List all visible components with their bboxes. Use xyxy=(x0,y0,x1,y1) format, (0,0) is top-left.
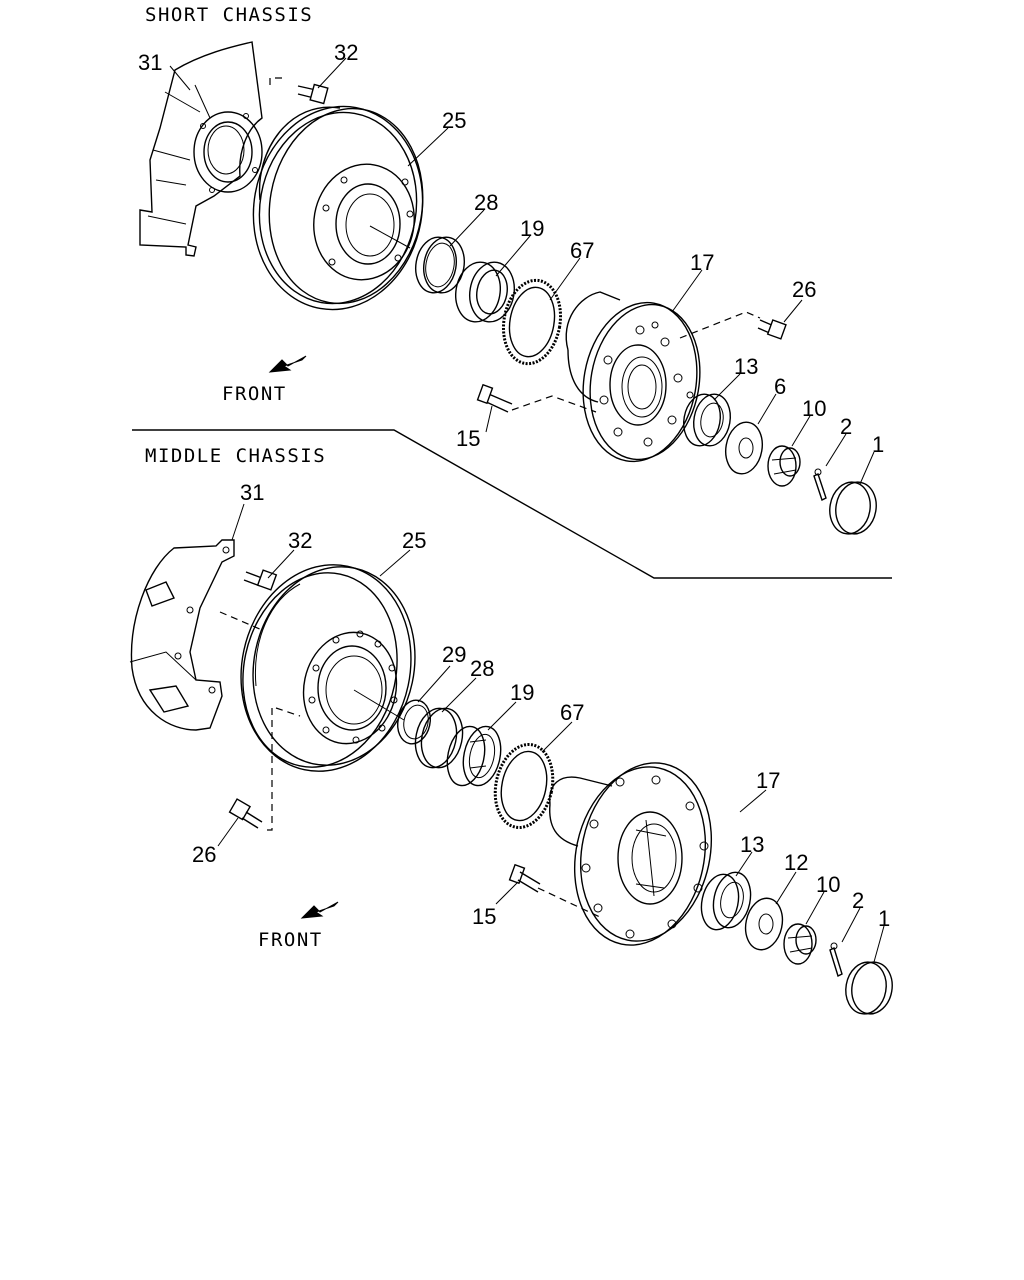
middle-stud-15 xyxy=(508,863,541,893)
short-brake-disc xyxy=(252,105,424,311)
middle-label-13: 13 xyxy=(740,832,764,857)
middle-label-12: 12 xyxy=(784,850,808,875)
short-bearing-13 xyxy=(683,393,731,447)
short-nut-10 xyxy=(767,445,801,487)
short-label-26: 26 xyxy=(792,277,816,302)
middle-label-67: 67 xyxy=(560,700,584,725)
short-front-label: FRONT xyxy=(222,383,287,405)
middle-washer-12 xyxy=(744,897,784,951)
short-label-28: 28 xyxy=(474,190,498,215)
short-hub-17 xyxy=(565,291,701,463)
middle-label-17: 17 xyxy=(756,768,780,793)
middle-label-2: 2 xyxy=(852,888,864,913)
middle-label-15: 15 xyxy=(472,904,496,929)
middle-brake-disc xyxy=(240,564,416,772)
short-label-2: 2 xyxy=(840,414,852,439)
short-axis-line xyxy=(369,225,411,249)
short-label-31: 31 xyxy=(138,50,162,75)
short-bearing-19 xyxy=(455,261,515,323)
short-bolt-32 xyxy=(297,83,329,105)
short-label-15: 15 xyxy=(456,426,480,451)
short-label-67: 67 xyxy=(570,238,594,263)
middle-cotter-pin-2 xyxy=(829,942,843,977)
middle-bolt-26 xyxy=(228,798,263,829)
short-callouts xyxy=(169,57,875,485)
middle-label-25: 25 xyxy=(402,528,426,553)
short-seal-28 xyxy=(415,236,465,294)
middle-bearing-13 xyxy=(700,871,752,931)
middle-bearing-19 xyxy=(446,725,502,787)
short-front-arrow-icon xyxy=(268,355,307,373)
short-cotter-pin-2 xyxy=(813,468,827,501)
middle-tone-ring-67 xyxy=(493,743,555,829)
middle-label-32: 32 xyxy=(288,528,312,553)
middle-label-1: 1 xyxy=(878,906,890,931)
middle-ring-29 xyxy=(396,699,432,745)
middle-shield-leader xyxy=(219,611,263,631)
short-bolt-26 xyxy=(757,319,787,340)
short-shield-bolt-leader xyxy=(269,77,282,90)
middle-axis-line xyxy=(353,689,405,721)
middle-hub-cap-1 xyxy=(845,961,893,1015)
middle-stud-leader xyxy=(537,887,603,919)
middle-label-26: 26 xyxy=(192,842,216,867)
short-label-25: 25 xyxy=(442,108,466,133)
middle-label-31: 31 xyxy=(240,480,264,505)
short-hub-cap-1 xyxy=(829,481,877,535)
middle-seal-28 xyxy=(414,707,464,769)
short-stud-15 xyxy=(476,383,513,413)
middle-label-29: 29 xyxy=(442,642,466,667)
short-stud-leader xyxy=(511,395,597,413)
short-washer-6 xyxy=(725,421,763,475)
middle-chassis-title: MIDDLE CHASSIS xyxy=(145,445,326,467)
middle-callouts xyxy=(217,503,885,963)
short-dust-shield xyxy=(139,41,263,257)
middle-dust-shield xyxy=(129,539,235,731)
middle-bolt-32 xyxy=(243,569,278,591)
short-chassis-title: SHORT CHASSIS xyxy=(145,4,313,26)
short-label-13: 13 xyxy=(734,354,758,379)
short-label-32: 32 xyxy=(334,40,358,65)
middle-nut-10 xyxy=(783,923,817,965)
section-divider xyxy=(132,429,892,579)
middle-front-label: FRONT xyxy=(258,929,323,951)
middle-disc-bolt-leader xyxy=(262,707,301,831)
middle-label-28: 28 xyxy=(470,656,494,681)
middle-front-arrow-icon xyxy=(300,901,339,919)
short-label-19: 19 xyxy=(520,216,544,241)
middle-label-19: 19 xyxy=(510,680,534,705)
short-label-10: 10 xyxy=(802,396,826,421)
short-label-6: 6 xyxy=(774,374,786,399)
middle-label-10: 10 xyxy=(816,872,840,897)
short-label-1: 1 xyxy=(872,432,884,457)
middle-hub-17 xyxy=(549,762,713,946)
short-tone-ring-67 xyxy=(501,278,563,366)
short-label-17: 17 xyxy=(690,250,714,275)
